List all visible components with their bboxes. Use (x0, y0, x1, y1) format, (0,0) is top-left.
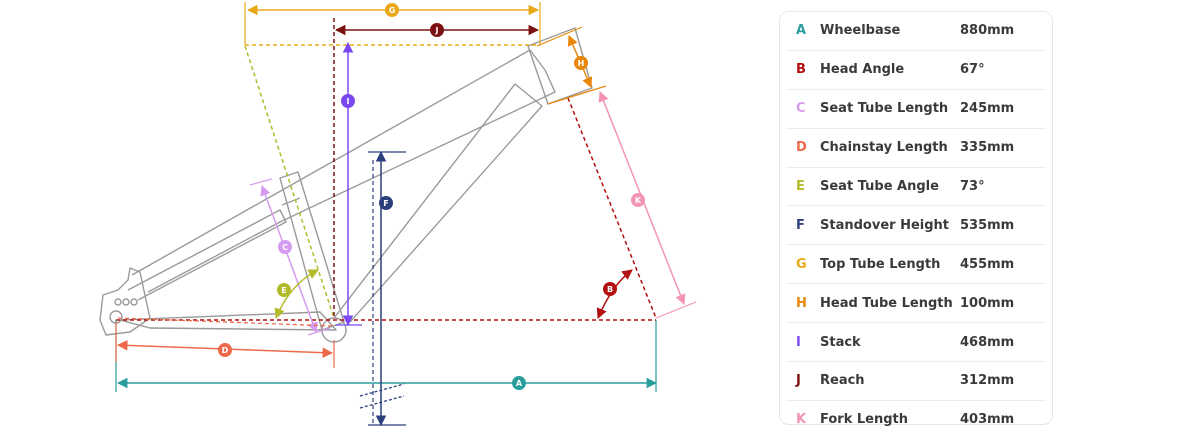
geometry-row-e: E Seat Tube Angle 73° (786, 168, 1046, 207)
row-value: 73° (960, 179, 985, 194)
svg-text:D: D (222, 346, 229, 355)
badge-e: E (277, 283, 291, 297)
dimension-lines (115, 2, 697, 427)
geometry-row-g: G Top Tube Length 455mm (786, 245, 1046, 285)
geometry-row-d: D Chainstay Length 335mm (786, 129, 1046, 168)
row-value: 67° (960, 62, 985, 78)
dim-c-line (260, 185, 318, 333)
badge-d: D (218, 343, 232, 357)
row-value: 100mm (960, 295, 1015, 311)
row-letter: G (796, 256, 807, 272)
row-label: Seat Tube Angle (820, 179, 939, 194)
geometry-row-c: C Seat Tube Length 245mm (786, 90, 1046, 129)
row-letter: C (796, 101, 806, 117)
row-letter: B (796, 62, 806, 78)
row-value: 880mm (960, 23, 1015, 39)
svg-text:F: F (383, 199, 388, 208)
svg-text:B: B (607, 285, 613, 294)
badge-i: I (341, 94, 355, 108)
dim-e-arc (274, 269, 319, 319)
svg-text:C: C (282, 243, 288, 252)
row-label: Reach (820, 373, 865, 389)
row-label: Wheelbase (820, 23, 901, 39)
badge-j: J (430, 23, 444, 37)
row-letter: H (796, 295, 807, 311)
row-value: 468mm (960, 334, 1015, 350)
row-label: Stack (820, 334, 861, 350)
row-label: Fork Length (820, 412, 908, 428)
badge-k: K (631, 193, 645, 207)
row-label: Seat Tube Length (820, 101, 949, 117)
frame-geometry-diagram: A B C D E F G H I J K (99, 2, 697, 427)
row-letter: D (796, 140, 807, 156)
geometry-row-k: K Fork Length 403mm (786, 401, 1046, 439)
badge-a: A (512, 376, 526, 390)
geometry-row-f: F Standover Height 535mm (786, 206, 1046, 246)
row-value: 335mm (960, 140, 1015, 156)
badge-c: C (278, 240, 292, 254)
geometry-row-i: I Stack 468mm (786, 323, 1046, 363)
dim-b-arc (596, 269, 633, 319)
row-letter: J (796, 373, 801, 389)
dim-e-seat-axis (244, 45, 335, 319)
badge-g: G (385, 3, 399, 17)
row-value: 535mm (960, 217, 1015, 233)
svg-text:I: I (347, 97, 350, 106)
row-label: Head Tube Length (820, 295, 953, 311)
row-value: 455mm (960, 256, 1015, 272)
geometry-table: A Wheelbase 880mm B Head Angle 67° C Sea… (779, 11, 1053, 427)
row-letter: E (796, 179, 805, 194)
svg-text:K: K (635, 196, 642, 205)
geometry-row-j: J Reach 312mm (786, 362, 1046, 401)
svg-text:E: E (281, 286, 286, 295)
row-letter: F (796, 217, 805, 233)
row-value: 245mm (960, 101, 1015, 117)
svg-text:G: G (389, 6, 396, 15)
badge-b: B (603, 282, 617, 296)
row-label: Head Angle (820, 62, 905, 78)
geometry-row-a: A Wheelbase 880mm (786, 12, 1046, 51)
row-label: Top Tube Length (820, 256, 941, 272)
row-letter: A (796, 23, 807, 39)
badge-f: F (379, 196, 393, 210)
dimension-badges: A B C D E F G H I J K (218, 3, 645, 390)
svg-text:J: J (435, 26, 439, 35)
row-letter: K (796, 412, 807, 428)
row-value: 312mm (960, 373, 1015, 389)
badge-h: H (574, 56, 588, 70)
row-value: 403mm (960, 412, 1015, 428)
svg-text:H: H (578, 59, 585, 68)
row-label: Chainstay Length (820, 140, 948, 156)
geometry-row-h: H Head Tube Length 100mm (786, 284, 1046, 324)
geometry-row-b: B Head Angle 67° (786, 51, 1046, 90)
row-letter: I (796, 334, 801, 350)
svg-text:A: A (516, 379, 523, 388)
bike-frame (99, 27, 593, 343)
row-label: Standover Height (820, 217, 949, 233)
